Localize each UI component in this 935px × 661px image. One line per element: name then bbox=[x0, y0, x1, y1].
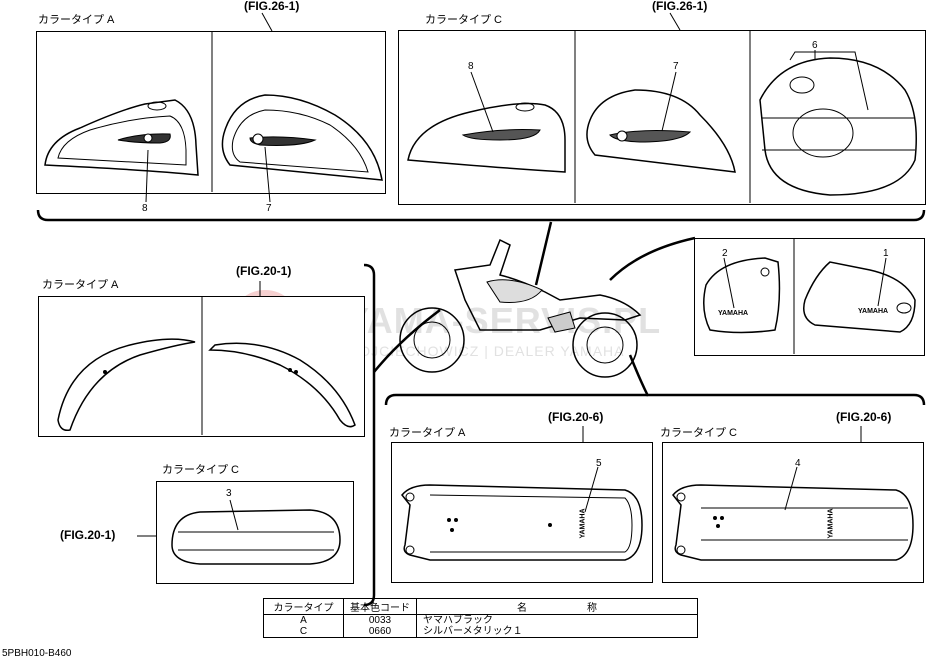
top-left-part-8: 8 bbox=[142, 203, 148, 214]
row-name: シルバーメタリック１ bbox=[416, 626, 698, 638]
top-right-color-label: カラータイプ C bbox=[425, 14, 502, 26]
rear-a-brand: YAMAHA bbox=[579, 508, 587, 539]
row-code: 0033 bbox=[343, 614, 417, 626]
top-left-part-7: 7 bbox=[266, 203, 272, 214]
watermark-title: YAMA-SERVIS.PL bbox=[345, 300, 662, 341]
top-left-color-label: カラータイプ A bbox=[38, 14, 115, 26]
rear-a-fig-ref: (FIG.20-6) bbox=[548, 410, 604, 424]
side-cover-part-2: 2 bbox=[722, 248, 728, 259]
rear-c-part-4: 4 bbox=[795, 458, 801, 469]
top-left-fig-ref: (FIG.26-1) bbox=[244, 0, 300, 13]
fender-c-color-label: カラータイプ C bbox=[162, 464, 239, 476]
top-right-fig-ref: (FIG.26-1) bbox=[652, 0, 708, 13]
side-cover-part-1: 1 bbox=[883, 248, 889, 259]
header-color-type: カラータイプ bbox=[263, 598, 344, 615]
top-right-part-6: 6 bbox=[812, 40, 818, 51]
rear-c-fig-ref: (FIG.20-6) bbox=[836, 410, 892, 424]
fender-a-color-label: カラータイプ A bbox=[42, 279, 119, 291]
rear-c-brand: YAMAHA bbox=[827, 508, 835, 539]
top-right-part-8: 8 bbox=[468, 61, 474, 72]
row-name: ヤマハブラック bbox=[416, 614, 698, 626]
row-type: C bbox=[263, 626, 344, 638]
row-type: A bbox=[263, 614, 344, 626]
header-name: 名 称 bbox=[416, 598, 698, 615]
side-cover-panel bbox=[694, 238, 925, 356]
watermark-subtitle: WOJCIECHOWICZ | DEALER YAMAHA bbox=[345, 343, 625, 359]
table-header-row: カラータイプ 基本色コード 名 称 bbox=[263, 598, 698, 615]
table-row: C 0660 シルバーメタリック１ bbox=[263, 626, 698, 638]
table-row: A 0033 ヤマハブラック bbox=[263, 614, 698, 626]
rear-a-color-label: カラータイプ A bbox=[389, 427, 466, 439]
fender-a-fig-ref: (FIG.20-1) bbox=[236, 264, 292, 278]
side-cover-right-brand: YAMAHA bbox=[858, 308, 889, 315]
fender-c-part-3: 3 bbox=[226, 488, 232, 499]
fender-c-fig-ref: (FIG.20-1) bbox=[60, 528, 116, 542]
color-code-table: カラータイプ 基本色コード 名 称 A 0033 ヤマハブラック C 0660 … bbox=[263, 598, 698, 638]
header-color-code: 基本色コード bbox=[343, 598, 417, 615]
row-code: 0660 bbox=[343, 626, 417, 638]
drawing-code: 5PBH010-B460 bbox=[2, 648, 72, 659]
rear-c-color-label: カラータイプ C bbox=[660, 427, 737, 439]
top-right-part-7: 7 bbox=[673, 61, 679, 72]
side-cover-left-brand: YAMAHA bbox=[718, 310, 749, 317]
rear-a-part-5: 5 bbox=[596, 458, 602, 469]
